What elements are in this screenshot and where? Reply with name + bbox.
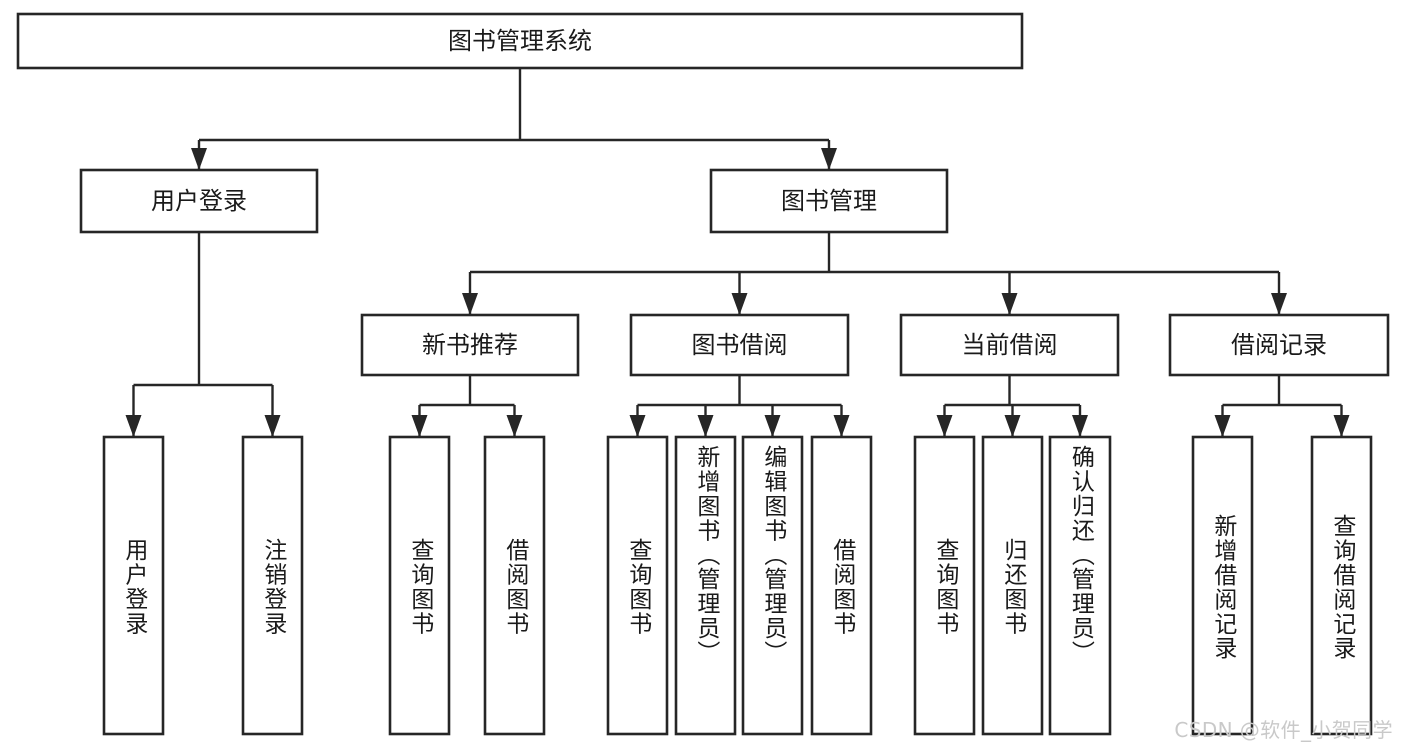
node-box-leaf-add-book — [674, 435, 737, 736]
node-box-book-manage — [709, 168, 949, 234]
node-box-leaf-confirm-return — [1048, 435, 1112, 736]
node-box-leaf-query-book-rec — [388, 435, 451, 736]
node-box-root — [16, 12, 1024, 70]
arrow-head-icon — [506, 415, 523, 437]
node-box-leaf-borrow-book-rec — [483, 435, 546, 736]
arrow-head-icon — [1004, 415, 1021, 437]
node-label-root: 图书管理系统 — [448, 27, 592, 55]
node-box-leaf-logout — [241, 435, 304, 736]
node-box-leaf-user-login — [102, 435, 165, 736]
node-boxes — [16, 12, 1390, 736]
arrow-head-icon — [629, 415, 646, 437]
node-box-leaf-edit-book — [741, 435, 804, 736]
connector-lines — [125, 68, 1350, 437]
node-box-borrow-record — [1168, 313, 1390, 377]
node-label-new-book-rec: 新书推荐 — [422, 331, 518, 359]
arrow-head-icon — [462, 293, 478, 315]
node-box-leaf-query-book-cur — [913, 435, 976, 736]
arrow-head-icon — [1333, 415, 1350, 437]
node-label-user-login: 用户登录 — [151, 187, 247, 215]
node-label-current-borrow: 当前借阅 — [962, 331, 1058, 359]
arrow-head-icon — [764, 415, 781, 437]
node-label-book-borrow: 图书借阅 — [692, 331, 788, 359]
node-box-leaf-query-record — [1310, 435, 1373, 736]
node-box-leaf-borrow-book — [810, 435, 873, 736]
arrow-head-icon — [731, 293, 748, 315]
arrow-head-icon — [1001, 293, 1018, 315]
arrow-head-icon — [411, 415, 428, 437]
arrow-head-icon — [833, 415, 850, 437]
arrow-head-icon — [936, 415, 953, 437]
arrow-head-icon — [821, 148, 837, 170]
arrow-head-icon — [1072, 415, 1088, 437]
node-box-leaf-query-book — [606, 435, 669, 736]
arrow-head-icon — [1271, 293, 1287, 315]
arrow-head-icon — [264, 415, 281, 437]
node-label-borrow-record: 借阅记录 — [1231, 331, 1327, 359]
node-box-new-book-rec — [360, 313, 580, 377]
node-box-book-borrow — [629, 313, 850, 377]
watermark-text: CSDN @软件_小贺同学 — [1174, 718, 1393, 742]
node-box-user-login — [79, 168, 319, 234]
node-box-current-borrow — [899, 313, 1120, 377]
node-box-leaf-return-book — [981, 435, 1044, 736]
arrow-head-icon — [1214, 415, 1231, 437]
arrow-head-icon — [191, 148, 207, 170]
node-box-leaf-add-record — [1191, 435, 1254, 736]
arrow-head-icon — [697, 415, 714, 437]
arrow-head-icon — [125, 415, 142, 437]
node-label-book-manage: 图书管理 — [781, 187, 877, 215]
